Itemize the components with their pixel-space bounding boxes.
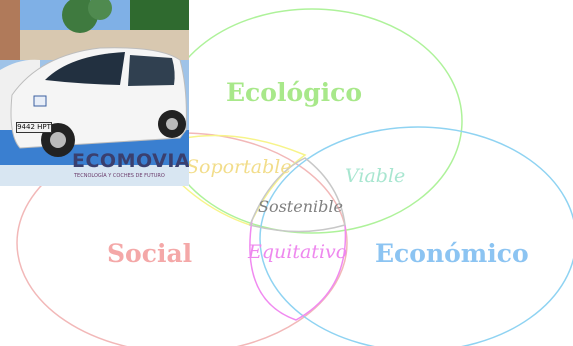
electric-car-photo: 9442 HPT ECOMOVIA TECNOLOGÍA Y COCHES DE… bbox=[0, 0, 189, 186]
ecologico-label: Ecológico bbox=[226, 78, 362, 107]
equitativo-edge bbox=[249, 219, 347, 321]
license-plate: 9442 HPT bbox=[16, 122, 52, 133]
photo-watermark: ECOMOVIA bbox=[72, 150, 189, 172]
economico-label: Económico bbox=[375, 239, 529, 268]
sostenible-edge bbox=[248, 157, 346, 233]
social-label: Social bbox=[107, 239, 193, 268]
sostenible-label: Sostenible bbox=[258, 197, 343, 216]
economico-circle bbox=[259, 126, 573, 346]
soportable-edge bbox=[148, 134, 307, 226]
viable-label: Viable bbox=[345, 165, 406, 187]
soportable-label: Soportable bbox=[186, 156, 292, 178]
car-photo-illustration bbox=[0, 0, 189, 186]
equitativo-label: Equitativo bbox=[248, 241, 348, 263]
photo-watermark-subtitle: TECNOLOGÍA Y COCHES DE FUTURO bbox=[74, 173, 165, 179]
